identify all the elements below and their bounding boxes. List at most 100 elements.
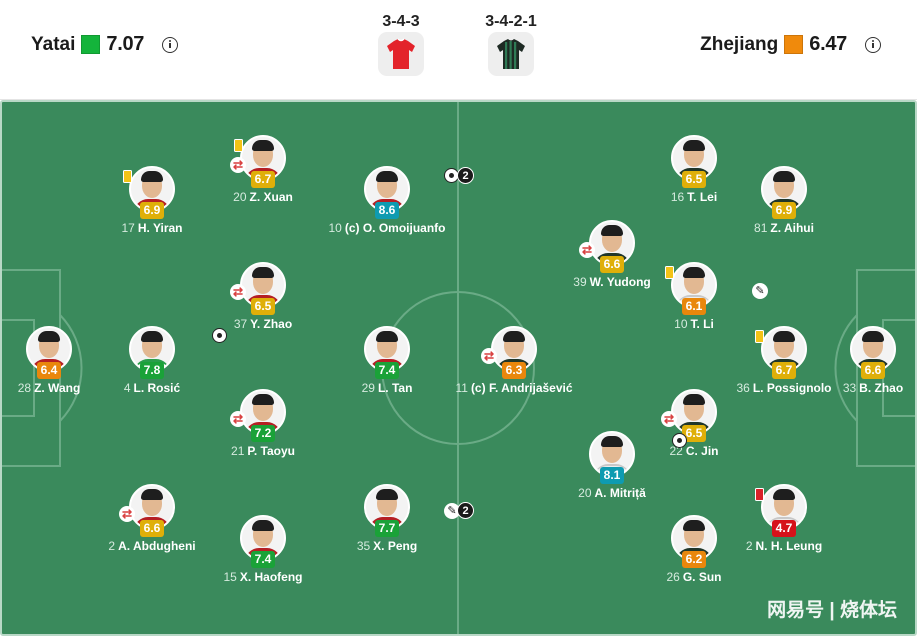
player-number: 37 [233, 317, 248, 331]
player-name-text: (c) F. Andrijašević [470, 381, 573, 395]
substitution-icon: ⇄ [230, 411, 246, 427]
player-number: 2 [745, 539, 753, 553]
player-number: 39 [573, 275, 587, 289]
player-rating-badge: 6.2 [682, 551, 706, 568]
substitution-icon: ⇄ [119, 506, 135, 522]
player-rating-badge: 6.1 [682, 298, 706, 315]
player-name-text: Z. Wang [34, 381, 81, 395]
player-rating-badge: 7.7 [375, 520, 399, 537]
player-name-text: L. Possignolo [752, 381, 832, 395]
player-rating-badge: 6.3 [502, 362, 526, 379]
event-count-badge: 2 [457, 167, 474, 184]
player-number: 16 [670, 190, 685, 204]
player-number: 17 [121, 221, 135, 235]
player-name-text: G. Sun [682, 570, 722, 584]
player-name-text: T. Lei [687, 190, 718, 204]
player-rating-badge: 8.6 [375, 202, 399, 219]
player-name-text: A. Abdugheni [118, 539, 196, 553]
assist-boot-icon: ✎ [752, 283, 768, 299]
info-icon[interactable] [865, 36, 881, 53]
player-rating-badge: 8.1 [600, 467, 624, 484]
away-formation: 3-4-2-1 [485, 13, 537, 30]
player-number: 26 [666, 570, 680, 584]
yellow-card-icon [755, 330, 764, 343]
red-card-icon [755, 488, 764, 501]
home-rating-color [81, 35, 101, 54]
home-jersey-icon [378, 32, 424, 76]
yellow-card-icon [123, 170, 132, 183]
goal-ball-icon [212, 328, 227, 343]
player-number: 2 [108, 539, 116, 553]
away-team[interactable]: Zhejiang 6.47 [700, 33, 881, 56]
substitution-icon: ⇄ [579, 242, 595, 258]
player-name-text: H. Yiran [137, 221, 183, 235]
player-name: 11(c) F. Andrijašević [444, 381, 584, 396]
player-number: 11 [455, 381, 468, 395]
player-rating-badge: 6.5 [682, 171, 706, 188]
player-number: 29 [361, 381, 375, 395]
player-rating-badge: 4.7 [772, 520, 796, 537]
player-name-text: L. Tan [377, 381, 413, 395]
player-number: 4 [123, 381, 131, 395]
player-number: 33 [842, 381, 857, 395]
player-number: 28 [17, 381, 32, 395]
player-avatar[interactable] [364, 484, 410, 530]
substitution-icon: ⇄ [661, 411, 677, 427]
home-team[interactable]: Yatai 7.07 [31, 33, 179, 56]
player-card[interactable]: 6.3 11(c) F. Andrijašević ⇄ [454, 326, 574, 426]
player-rating-badge: 6.5 [251, 298, 275, 315]
home-formation: 3-4-3 [382, 13, 420, 30]
watermark: 网易号 | 烧体坛 [767, 600, 897, 621]
player-name-text: X. Peng [373, 539, 418, 553]
home-team-rating: 7.07 [106, 33, 145, 55]
player-number: 10 [328, 221, 342, 235]
goal-ball-icon [444, 168, 459, 183]
player-number: 15 [223, 570, 237, 584]
player-name: 10(c) O. Omoijuanfo [317, 221, 457, 236]
substitution-icon: ⇄ [481, 348, 497, 364]
player-rating-badge: 6.9 [140, 202, 164, 219]
player-rating-badge: 7.4 [375, 362, 399, 379]
player-name-text: P. Taoyu [247, 444, 295, 458]
yellow-card-icon [665, 266, 674, 279]
info-icon[interactable] [162, 36, 179, 53]
player-number: 20 [233, 190, 247, 204]
substitution-icon: ⇄ [230, 157, 246, 173]
player-rating-badge: 7.2 [251, 425, 275, 442]
